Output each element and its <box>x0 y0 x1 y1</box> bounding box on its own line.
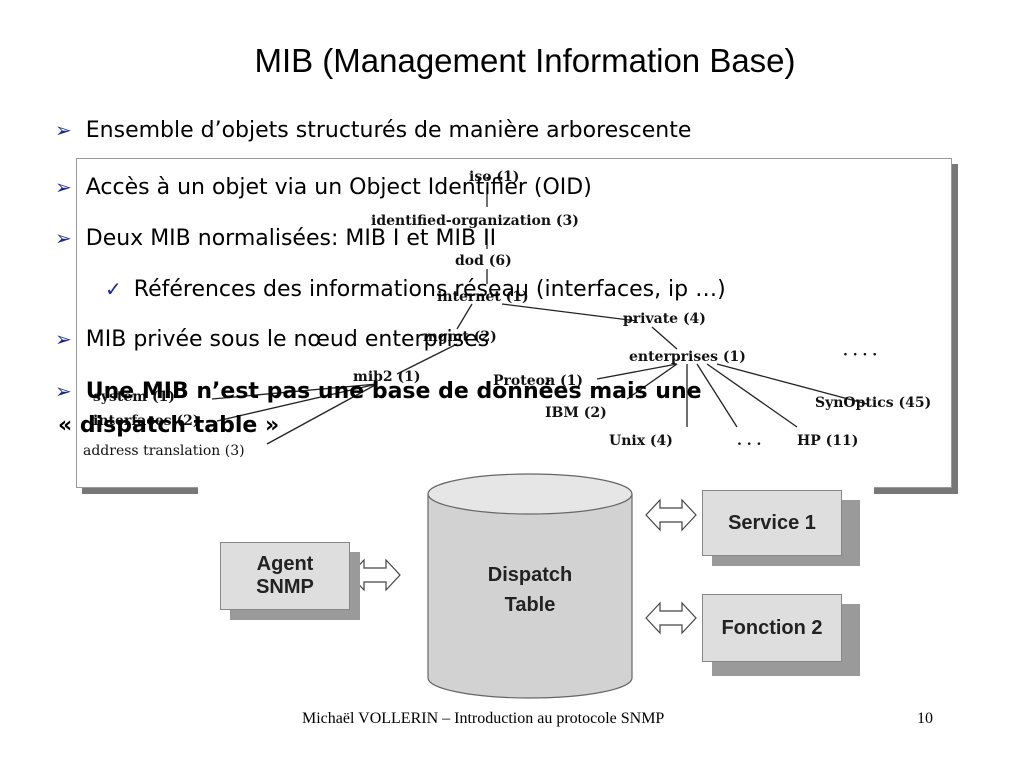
page-number: 10 <box>917 710 933 727</box>
node-dod: dod (6) <box>455 253 512 269</box>
node-enterprises: enterprises (1) <box>629 349 746 365</box>
node-proteon: Proteon (1) <box>493 373 583 389</box>
arrow-bullet-icon: ➢ <box>55 379 72 403</box>
node-private: private (4) <box>623 311 706 327</box>
node-mib2: mib2 (1) <box>353 369 421 385</box>
node-identified-organization: identified-organization (3) <box>371 213 579 229</box>
node-synoptics: SynOptics (45) <box>815 395 931 411</box>
bullet-3-text: Deux MIB normalisées: MIB I et MIB II <box>85 226 497 251</box>
checkmark-icon: ✓ <box>105 277 122 301</box>
node-unix: Unix (4) <box>609 433 673 449</box>
node-more-dots: · · · · <box>843 347 877 363</box>
node-ibm: IBM (2) <box>545 405 607 421</box>
database-cylinder-icon <box>427 473 633 699</box>
sub-bullet-1: ✓ Références des informations réseau (int… <box>105 276 726 303</box>
bullet-1-text: Ensemble d’objets structurés de manière … <box>85 118 692 143</box>
bullet-5-continued: « dispatch table » <box>58 413 280 438</box>
node-interfaces: interfaces (2) <box>93 413 200 429</box>
bullet-1: ➢ Ensemble d’objets structurés de manière… <box>55 117 691 144</box>
node-internet: internet (1) <box>437 289 529 305</box>
node-hp: HP (11) <box>797 433 858 449</box>
mib-tree-svg: iso (1) identified-organization (3) dod … <box>83 169 931 459</box>
service-1-box: Service 1 <box>702 490 842 556</box>
node-address-translation: address translation (3) <box>83 443 245 459</box>
bullet-4: ➢ MIB privée sous le nœud enterprises <box>55 326 489 353</box>
sub-bullet-1-text: Références des informations réseau (inte… <box>133 277 726 302</box>
double-arrow-icon <box>645 499 697 531</box>
slide-title: MIB (Management Information Base) <box>254 42 796 79</box>
fonction-2-box: Fonction 2 <box>702 594 842 662</box>
node-mgmt: mgmt (2) <box>423 329 497 345</box>
node-dots: . . . <box>737 433 761 449</box>
arrow-bullet-icon: ➢ <box>55 118 72 142</box>
bullet-2: ➢ Accès à un objet via un Object Identifi… <box>55 174 592 201</box>
node-iso: iso (1) <box>469 169 519 185</box>
node-system: system (1) <box>93 389 175 405</box>
double-arrow-icon <box>645 602 697 634</box>
mib-tree-figure: iso (1) identified-organization (3) dod … <box>76 158 952 488</box>
arrow-bullet-icon: ➢ <box>55 327 72 351</box>
bullet-5-text: Une MIB n’est pas une base de données ma… <box>85 379 702 404</box>
bullet-3: ➢ Deux MIB normalisées: MIB I et MIB II <box>55 225 496 252</box>
footer-author: Michaël VOLLERIN – Introduction au proto… <box>302 710 665 727</box>
bullet-4-text: MIB privée sous le nœud enterprises <box>85 327 490 352</box>
bullet-5: ➢ Une MIB n’est pas une base de données m… <box>55 378 702 405</box>
bullet-2-text: Accès à un objet via un Object Identifie… <box>85 175 592 200</box>
arrow-bullet-icon: ➢ <box>55 226 72 250</box>
arrow-bullet-icon: ➢ <box>55 175 72 199</box>
